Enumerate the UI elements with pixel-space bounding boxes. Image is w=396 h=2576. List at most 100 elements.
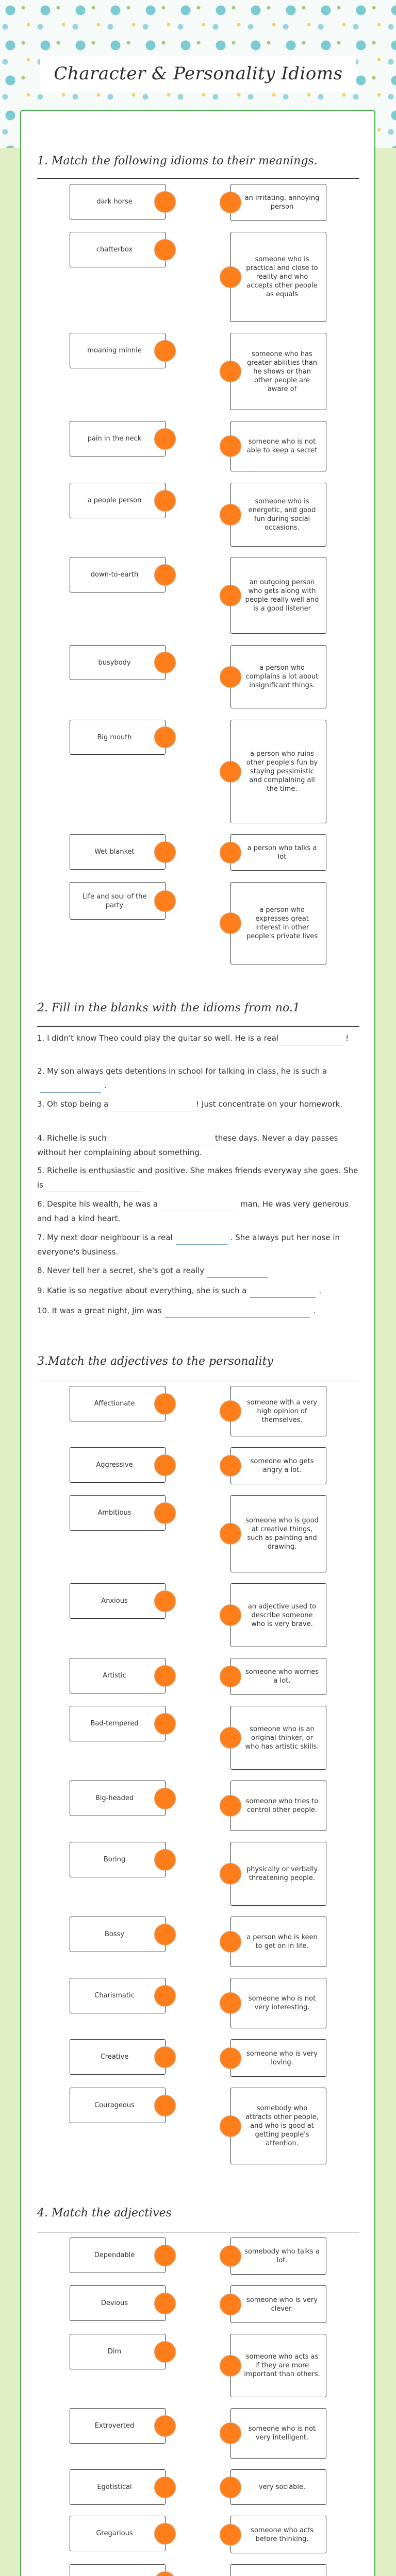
match-right-label: someone who acts before thinking. [251, 2526, 314, 2543]
title-banner: Character & Personality Idioms [40, 56, 356, 92]
match-right-item: someone who is not able to keep a secret [230, 421, 326, 471]
match-left-label: Anxious [101, 1597, 128, 1605]
match-left-connector-dot[interactable] [154, 2522, 176, 2545]
match-right-connector-dot[interactable] [220, 2245, 241, 2267]
match-right-connector-dot[interactable] [220, 2422, 241, 2444]
match-left-connector-dot[interactable] [154, 652, 176, 673]
match-left-label: chatterbox [96, 246, 133, 253]
match-left-connector-dot[interactable] [154, 428, 176, 450]
match-left-connector-dot[interactable] [154, 2341, 176, 2363]
match-left-connector-dot[interactable] [154, 489, 176, 512]
match-right-item: someone who acts before thinking. [230, 2516, 326, 2553]
match-right-connector-dot[interactable] [220, 2293, 241, 2315]
match-left-connector-dot[interactable] [154, 2244, 176, 2266]
match-right-item: someone who is an original thinker, or w… [230, 1706, 326, 1770]
match-right-connector-dot[interactable] [220, 361, 241, 382]
match-right-connector-dot[interactable] [220, 1666, 241, 1687]
match-left-connector-dot[interactable] [154, 239, 176, 261]
match-right-connector-dot[interactable] [220, 584, 241, 606]
match-left-connector-dot[interactable] [154, 890, 176, 912]
match-left-connector-dot[interactable] [154, 191, 176, 213]
blank-input[interactable] [40, 1083, 101, 1093]
match-right-connector-dot[interactable] [220, 1604, 241, 1626]
match-right-connector-dot[interactable] [220, 192, 241, 213]
match-right-connector-dot[interactable] [220, 2523, 241, 2546]
match-right-connector-dot[interactable] [220, 2354, 241, 2377]
match-left-connector-dot[interactable] [154, 340, 176, 362]
match-right-item: someone who is energetic, and good fun d… [230, 483, 326, 547]
match-left-label: Creative [100, 2053, 129, 2061]
match-left-connector-dot[interactable] [154, 2476, 176, 2498]
match-left-connector-dot[interactable] [154, 2046, 176, 2068]
match-right-label: an outgoing person who gets along with p… [245, 578, 319, 613]
blank-input[interactable] [282, 1036, 343, 1045]
fill-blank-sentence: 5. Richelle is enthusiastic and positive… [37, 1163, 359, 1192]
match-right-item: a person who is keen to get on in life. [230, 1917, 326, 1967]
match-left-item: Gregarious [70, 2516, 166, 2551]
blank-input[interactable] [161, 1201, 238, 1211]
match-right-connector-dot[interactable] [220, 1727, 241, 1749]
match-right-connector-dot[interactable] [220, 1455, 241, 1477]
fill-blank-sentence: 1. I didn't know Theo could play the gui… [37, 1031, 359, 1045]
match-left-connector-dot[interactable] [154, 1787, 176, 1809]
match-left-connector-dot[interactable] [154, 564, 176, 586]
match-left-connector-dot[interactable] [154, 1590, 176, 1612]
match-right-connector-dot[interactable] [220, 912, 241, 934]
match-right-item: someone who enjoys mixing with people. [230, 2564, 326, 2576]
match-right-connector-dot[interactable] [220, 1992, 241, 2014]
fill-blank-sentence: 9. Katie is so negative about everything… [37, 1283, 359, 1298]
match-right-connector-dot[interactable] [220, 435, 241, 457]
match-left-connector-dot[interactable] [154, 1923, 176, 1945]
match-left-item: Bossy [70, 1917, 166, 1952]
match-right-connector-dot[interactable] [220, 1795, 241, 1817]
match-left-connector-dot[interactable] [154, 1985, 176, 2007]
match-left-item: pain in the neck [70, 421, 166, 456]
match-right-connector-dot[interactable] [220, 1400, 241, 1422]
blank-input[interactable] [164, 1308, 310, 1318]
match-right-connector-dot[interactable] [220, 1523, 241, 1545]
match-right-item: someone with a very high opinion of them… [230, 1386, 326, 1436]
blank-input[interactable] [250, 1288, 316, 1298]
match-right-connector-dot[interactable] [220, 760, 241, 783]
match-left-connector-dot[interactable] [154, 2415, 176, 2437]
match-right-item: someone who is very loving. [230, 2039, 326, 2077]
match-left-label: Devious [101, 2299, 128, 2307]
match-right-item: a person who talks a lot [230, 834, 326, 871]
match-left-label: Bad-tempered [90, 1720, 139, 1727]
match-right-connector-dot[interactable] [220, 1931, 241, 1953]
match-left-label: Dependable [94, 2251, 135, 2259]
match-right-connector-dot[interactable] [220, 504, 241, 526]
blank-input[interactable] [111, 1101, 193, 1111]
match-left-connector-dot[interactable] [154, 1502, 176, 1524]
match-right-item: physically or verbally threatening peopl… [230, 1842, 326, 1906]
match-left-item: Egotistical [70, 2469, 166, 2505]
match-left-connector-dot[interactable] [154, 2292, 176, 2314]
blank-input[interactable] [175, 1235, 227, 1245]
match-right-connector-dot[interactable] [220, 2115, 241, 2137]
match-left-connector-dot[interactable] [154, 1713, 176, 1735]
match-left-connector-dot[interactable] [154, 726, 176, 748]
match-right-connector-dot[interactable] [220, 266, 241, 288]
blank-input[interactable] [109, 1136, 212, 1145]
match-right-label: someone who is very clever. [246, 2296, 318, 2313]
match-right-connector-dot[interactable] [220, 841, 241, 863]
match-left-connector-dot[interactable] [154, 2094, 176, 2116]
blank-input[interactable] [207, 1268, 269, 1278]
match-left-item: Boring [70, 1842, 166, 1877]
match-right-connector-dot[interactable] [220, 666, 241, 688]
match-right-connector-dot[interactable] [220, 2476, 241, 2498]
match-left-label: a people person [87, 497, 142, 504]
match-left-connector-dot[interactable] [154, 1454, 176, 1476]
sentence-text-after: these days. Never a day passes without h… [37, 1133, 338, 1157]
match-right-label: someone who worries a lot. [245, 1668, 319, 1685]
section-2-divider [37, 1026, 359, 1027]
match-right-connector-dot[interactable] [220, 1863, 241, 1885]
match-left-connector-dot[interactable] [154, 1665, 176, 1687]
match-left-connector-dot[interactable] [154, 841, 176, 863]
match-left-label: moaning minnie [87, 347, 142, 354]
match-left-connector-dot[interactable] [154, 1393, 176, 1415]
match-right-item: somebody who attracts other people, and … [230, 2088, 326, 2164]
blank-input[interactable] [46, 1182, 143, 1192]
match-right-connector-dot[interactable] [220, 2047, 241, 2069]
match-left-connector-dot[interactable] [154, 1849, 176, 1871]
